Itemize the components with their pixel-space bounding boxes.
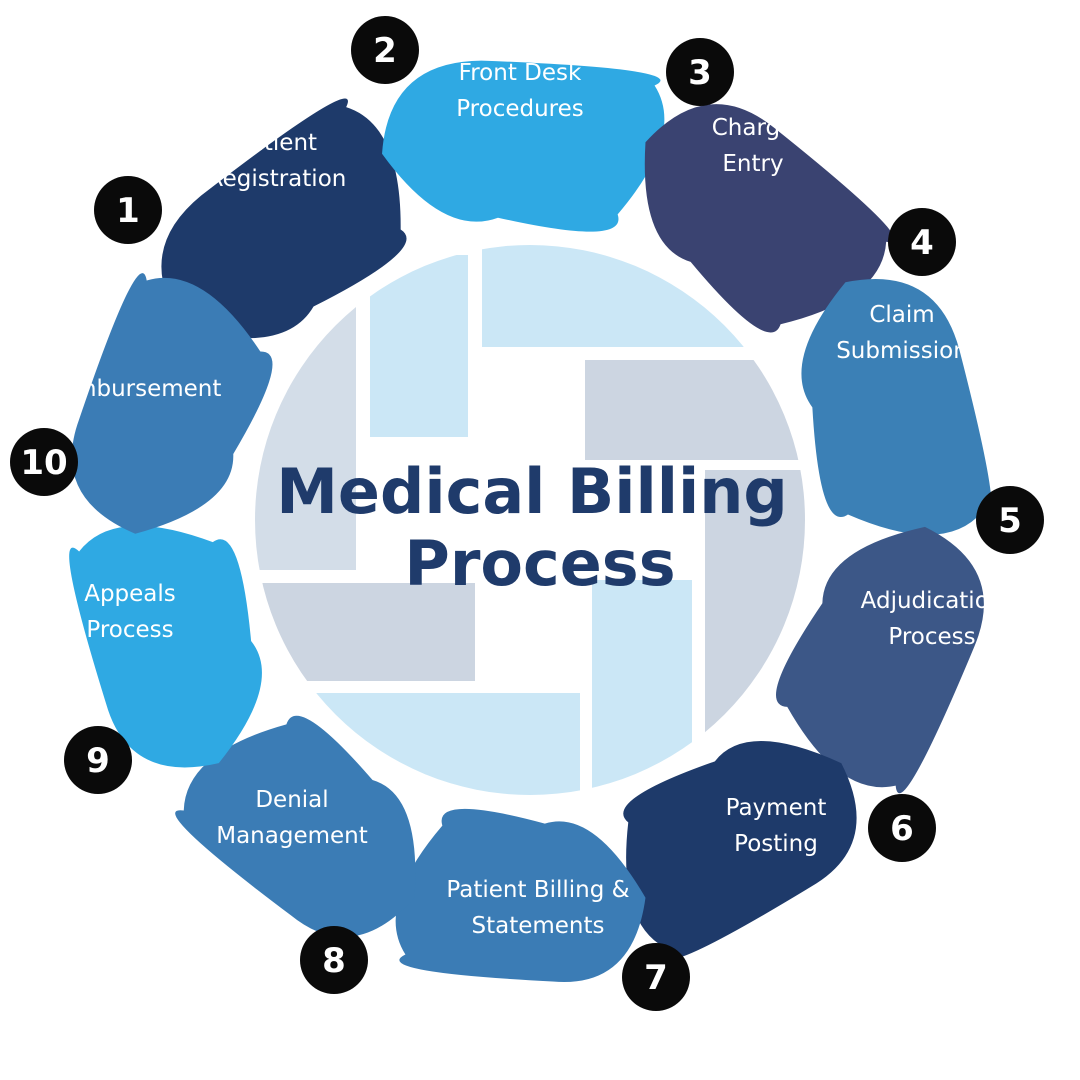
badge-circle (64, 726, 132, 794)
badge-circle (888, 208, 956, 276)
center-emblem: Medical Billing Process (255, 245, 805, 795)
step-number-badge-2: 2 (351, 16, 419, 84)
step-number-badge-6: 6 (868, 794, 936, 862)
badge-circle (666, 38, 734, 106)
badge-number: 2 (373, 31, 397, 71)
badge-number: 9 (86, 741, 110, 781)
step-number-badge-10: 10 (10, 428, 78, 496)
step-number-badge-9: 9 (64, 726, 132, 794)
center-tile (370, 255, 468, 437)
step-label-line: Appeals (84, 581, 176, 607)
center-tile (585, 360, 805, 460)
badge-number: 3 (688, 53, 712, 93)
badge-circle (10, 428, 78, 496)
step-number-badge-3: 3 (666, 38, 734, 106)
badge-number: 8 (322, 941, 346, 981)
step-label-line: Process (86, 617, 173, 643)
step-label-line: Process (888, 624, 975, 650)
badge-circle (94, 176, 162, 244)
badge-circle (300, 926, 368, 994)
step-number-badge-8: 8 (300, 926, 368, 994)
diagram-title-line1: Medical Billing (276, 455, 788, 528)
badge-number: 6 (890, 809, 914, 849)
step-segment-10 (71, 273, 273, 534)
badge-circle (351, 16, 419, 84)
step-label-line: Denial (255, 787, 328, 813)
diagram-title-line2: Process (404, 527, 675, 600)
step-segment-1 (161, 98, 407, 339)
step-segment-2 (382, 60, 665, 232)
step-segment-9 (69, 525, 262, 768)
step-segment-4 (801, 279, 992, 535)
step-segment-6 (623, 741, 857, 960)
badge-number: 10 (20, 443, 67, 483)
step-label-line: Patient (237, 130, 317, 156)
step-label-line: Patient Billing & (446, 877, 629, 903)
step-label-line: Claim (869, 302, 934, 328)
step-label-line: Payment (726, 795, 827, 821)
step-label-line: Charge (712, 115, 795, 141)
step-segment-8 (175, 715, 416, 938)
step-label-line: Reimbursement (39, 376, 222, 402)
step-label-line: Submission (836, 338, 968, 364)
step-label-line: Registration (208, 166, 347, 192)
step-label-10: Reimbursement (39, 376, 222, 402)
center-tile (592, 580, 692, 795)
badge-number: 1 (116, 191, 140, 231)
step-label-line: Posting (734, 831, 818, 857)
badge-circle (976, 486, 1044, 554)
badge-circle (868, 794, 936, 862)
step-number-badge-7: 7 (622, 943, 690, 1011)
step-number-badge-4: 4 (888, 208, 956, 276)
step-label-line: Procedures (456, 96, 584, 122)
step-label-line: Entry (722, 151, 783, 177)
step-segment-5 (775, 526, 984, 794)
step-label-7: Patient Billing & Statements (446, 877, 629, 939)
badge-circle (622, 943, 690, 1011)
step-number-badge-1: 1 (94, 176, 162, 244)
step-label-line: Adjudication (861, 588, 1004, 614)
step-label-line: Front Desk (459, 60, 582, 86)
step-number-badges: 1 2 3 4 5 6 7 8 9 10 (10, 16, 1044, 1011)
step-label-line: Management (216, 823, 368, 849)
step-label-line: Statements (471, 913, 604, 939)
center-tile (255, 300, 356, 570)
step-segment-3 (644, 104, 895, 333)
badge-number: 5 (998, 501, 1022, 541)
step-segment-7 (395, 808, 646, 982)
step-number-badge-5: 5 (976, 486, 1044, 554)
badge-number: 7 (644, 958, 668, 998)
badge-number: 4 (910, 223, 934, 263)
